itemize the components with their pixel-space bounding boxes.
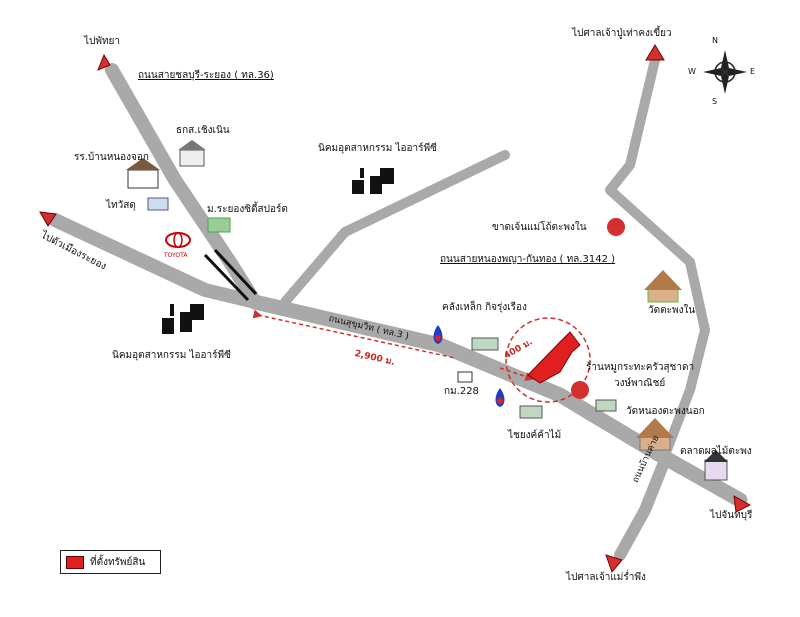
shop-icon — [571, 381, 589, 399]
road-network — [48, 55, 748, 561]
sport-club-icon — [207, 217, 231, 233]
market-icon — [704, 450, 728, 481]
rail-line-b — [213, 248, 258, 296]
label-shop: ร้านหมูกระทะครัวสุชาดา — [586, 362, 695, 373]
label-wat-taphong-nai: วัดตะพงใน — [648, 305, 696, 316]
legend-label: ที่ตั้งทรัพย์สิน — [90, 556, 146, 568]
arrow-shrine-top-icon — [645, 44, 665, 61]
label-toyota: TOYOTA — [164, 252, 188, 259]
compass-w-label: W — [688, 67, 696, 76]
km-post-icon — [457, 371, 473, 383]
legend: ที่ตั้งทรัพย์สิน — [60, 550, 161, 574]
legend-swatch-icon — [66, 555, 84, 569]
road-to-rayong — [48, 213, 262, 309]
toyota-logo-icon — [165, 232, 191, 248]
label-to-shrine-top: ไปศาลเจ้าปู่เท่าคงเขี้ยว — [572, 28, 672, 39]
label-road-3142: ถนนสายหนองพญา-กันทอง ( ทล.3142 ) — [440, 254, 616, 265]
steel-warehouse-icon — [471, 337, 499, 351]
distance-circle — [505, 317, 591, 403]
label-to-shrine-bottom: ไปศาลเจ้าแม่ร่ำพึง — [566, 572, 646, 583]
label-thaiwatsadu: ไทวัสดุ — [106, 200, 136, 211]
destination-arrows — [39, 44, 752, 573]
arrow-chanthaburi-icon — [733, 495, 752, 513]
label-chaiyong: ไชยงค์ค้าไม้ — [508, 430, 562, 441]
arrow-pattaya-icon — [97, 53, 111, 71]
temple-nong-taphong-nok-icon — [636, 418, 674, 451]
label-to-pattaya: ไปพัทยา — [84, 36, 121, 47]
label-sport: ม.ระยองซิตี้สปอร์ต — [207, 204, 288, 215]
compass-e-label: E — [750, 67, 756, 76]
compass-n-label: N — [712, 36, 718, 45]
gas-station-icon-2 — [495, 388, 505, 407]
label-industrial-top: นิคมอุตสาหกรรม ไออาร์พีซี — [318, 143, 437, 154]
rail-line-a — [203, 253, 250, 302]
compass-s-label: S — [712, 97, 718, 106]
road-south — [614, 454, 671, 561]
chaiyong-store-icon — [519, 405, 543, 419]
arrow-shrine-bottom-icon — [605, 554, 623, 573]
gas-station-icon-1 — [433, 325, 443, 344]
label-bank: ธกส.เชิงเนิน — [176, 125, 230, 136]
label-road-36: ถนนสายชลบุรี-ระยอง ( ทล.36) — [138, 70, 274, 81]
road-highway-36 — [105, 63, 262, 309]
factory-icon-top — [352, 168, 394, 194]
label-restaurant: ขาดเจ้นแม่โถ้ตะพงใน — [492, 222, 587, 233]
arrow-rayong-icon — [39, 211, 57, 227]
label-fruit-market: ตลาดผลไม้ตะพง — [680, 446, 752, 457]
road-sukhumvit — [247, 294, 748, 508]
distance-line-2900 — [252, 309, 456, 359]
label-school: รร.บ้านหนองจอก — [74, 152, 149, 163]
restaurant-icon — [607, 218, 625, 236]
factory-icon-left — [162, 304, 204, 334]
wong-phanit-icon — [595, 399, 617, 412]
road-3142 — [605, 55, 710, 460]
compass-icon — [703, 50, 747, 94]
label-km228: กม.228 — [444, 386, 479, 397]
school-icon — [126, 158, 160, 189]
property-marker-icon[interactable] — [527, 331, 581, 384]
distance-line-400 — [499, 367, 535, 381]
label-to-chanthaburi: ไปจันทบุรี — [710, 510, 753, 521]
label-steel: คลังเหล็ก กิจรุ่งเรือง — [442, 302, 527, 313]
store-thaiwatsadu-icon — [147, 197, 169, 211]
label-industrial-left: นิคมอุตสาหกรรม ไออาร์พีซี — [112, 350, 231, 361]
road-industrial — [280, 150, 510, 307]
label-wong-phanit: วงษ์พาณิชย์ — [614, 378, 666, 389]
label-wat-nong-taphong-nok: วัดหนองตะพงนอก — [626, 406, 705, 417]
temple-taphong-nai-icon — [644, 270, 682, 303]
bank-icon — [178, 140, 206, 167]
